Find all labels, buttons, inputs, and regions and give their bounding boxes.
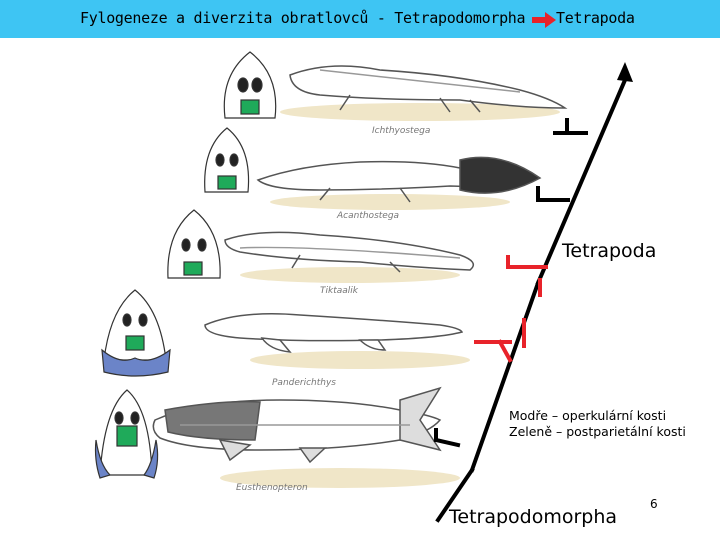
- skull-eusthenopteron: [94, 389, 159, 479]
- animal-tiktaalik: [224, 231, 475, 273]
- phylogeny-tree: [433, 62, 633, 523]
- animal-acanthostega: [256, 156, 542, 203]
- legend: Modře – operkulární kosti Zeleně – postp…: [509, 408, 686, 440]
- page-number: 6: [650, 497, 658, 511]
- slide-title-target: Tetrapoda: [556, 9, 635, 27]
- skull-acanthostega: [204, 127, 250, 193]
- skull-ichthyostega: [223, 51, 277, 119]
- animal-ichthyostega: [289, 65, 568, 113]
- legend-green: Zeleně – postparietální kosti: [509, 424, 686, 439]
- title-bar: [0, 0, 720, 38]
- right-arrow-icon: [532, 12, 556, 28]
- clade-label-tetrapoda: Tetrapoda: [562, 240, 657, 262]
- species-label-acanthostega: Acanthostega: [336, 211, 399, 221]
- animal-panderichthys: [204, 313, 464, 353]
- animal-eusthenopteron: [152, 386, 442, 464]
- skull-tiktaalik: [167, 209, 221, 279]
- species-label-eusthenopteron: Eusthenopteron: [236, 483, 308, 493]
- skull-panderichthys: [101, 289, 171, 377]
- species-label-tiktaalik: Tiktaalik: [320, 286, 359, 296]
- species-label-panderichthys: Panderichthys: [272, 378, 336, 388]
- slide-title: Fylogeneze a diverzita obratlovců - Tetr…: [80, 9, 526, 27]
- legend-blue: Modře – operkulární kosti: [509, 408, 667, 423]
- species-label-ichthyostega: Ichthyostega: [372, 126, 430, 136]
- clade-label-tetrapodomorpha: Tetrapodomorpha: [449, 506, 618, 528]
- phylogeny-figure: Ichthyostega Acanthostega Tiktaalik Pand…: [94, 51, 633, 523]
